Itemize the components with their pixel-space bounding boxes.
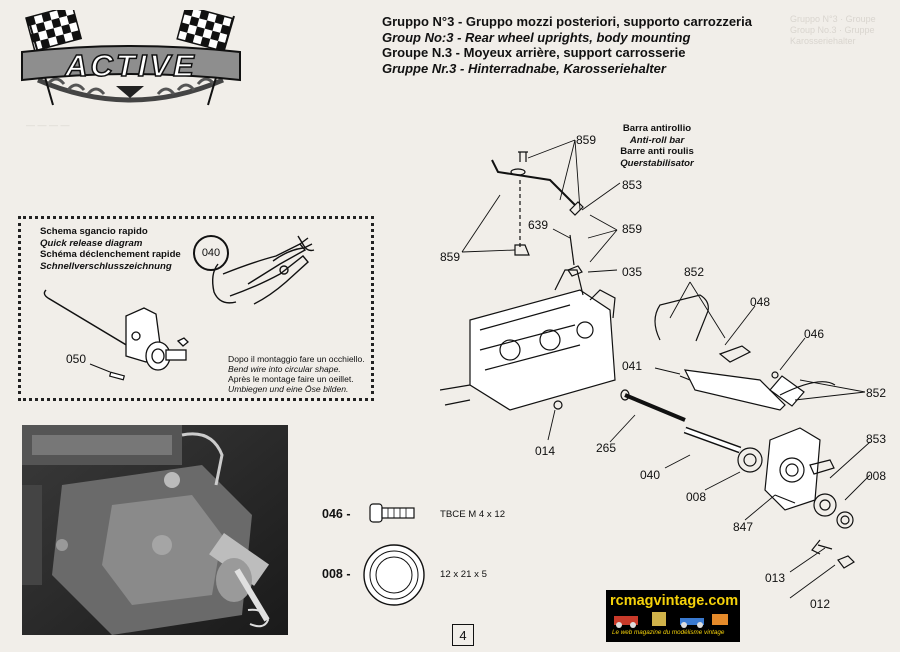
- gearbox-icon: [440, 269, 616, 411]
- parts-code-008: 008 -: [322, 567, 351, 581]
- part-label-859-top: 859: [576, 133, 597, 147]
- anti-roll-en: Anti-roll bar: [629, 134, 685, 146]
- anti-roll-de: Querstabilisator: [620, 157, 694, 169]
- parts-code-046: 046 -: [322, 507, 351, 521]
- part-label-639: 639: [528, 218, 549, 232]
- anti-roll-bar-icon: [491, 159, 576, 206]
- qr-note: Dopo il montaggio fare un occhiello. Ben…: [228, 354, 365, 394]
- assembly-photo: [22, 425, 288, 635]
- part-label-852-right: 852: [866, 386, 887, 400]
- qr-part-050: 050: [66, 352, 87, 366]
- brand-logo-text: ACTIVE: [64, 47, 197, 84]
- part-label-008-center: 008: [686, 490, 707, 504]
- qr-title-fr: Schéma déclenchement rapide: [40, 249, 181, 260]
- qr-callout-040: 040: [193, 235, 229, 271]
- qr-note-fr: Après le montage faire un oeillet.: [228, 374, 354, 384]
- part-label-048: 048: [750, 295, 771, 309]
- screw-icon: [369, 503, 415, 523]
- part-label-008-right: 008: [866, 469, 887, 483]
- parts-spec-046: TBCE M 4 x 12: [440, 509, 506, 520]
- part-label-847: 847: [733, 520, 754, 534]
- checkered-flags-icon: [21, 4, 241, 106]
- qr-title-en: Quick release diagram: [40, 237, 143, 249]
- part-label-859-right: 859: [622, 222, 643, 236]
- exploded-view-diagram: [440, 151, 855, 569]
- upright-icon: [125, 307, 189, 371]
- qr-note-it: Dopo il montaggio fare un occhiello.: [228, 354, 365, 364]
- qr-title-de: Schnellverschlusszeichnung: [40, 260, 172, 272]
- part-label-046: 046: [804, 327, 825, 341]
- qr-title-it: Schema sgancio rapido: [40, 226, 148, 237]
- page-number: 4: [452, 624, 474, 646]
- title-italian: Gruppo N°3 - Gruppo mozzi posteriori, su…: [382, 14, 752, 29]
- title-french: Groupe N.3 - Moyeux arrière, support car…: [382, 45, 686, 60]
- part-label-014: 014: [535, 444, 556, 458]
- part-label-853-top: 853: [622, 178, 643, 192]
- bearing-icon: [363, 544, 425, 606]
- part-label-013: 013: [765, 571, 786, 585]
- watermark-subtitle: Le web magazine du modélisme vintage: [612, 629, 725, 636]
- quick-release-drawing: [43, 235, 315, 381]
- part-label-041: 041: [622, 359, 643, 373]
- brand-logo: ACTIVE: [8, 4, 253, 110]
- anti-roll-fr: Barre anti roulis: [620, 146, 694, 157]
- vintage-cars-icon: [614, 612, 728, 628]
- part-label-859-left: 859: [440, 250, 461, 264]
- page-title-block: Gruppo N°3 - Gruppo mozzi posteriori, su…: [382, 14, 752, 76]
- rear-upright-icon: [764, 427, 821, 511]
- qr-note-de: Umbiegen und eine Öse bilden.: [228, 384, 349, 394]
- part-label-853-right: 853: [866, 432, 887, 446]
- anti-roll-label: Barra antirollio Anti-roll bar Barre ant…: [612, 123, 702, 169]
- part-label-035: 035: [622, 265, 643, 279]
- title-english: Group No:3 - Rear wheel uprights, body m…: [382, 29, 691, 45]
- part-label-040: 040: [640, 468, 661, 482]
- anti-roll-it: Barra antirollio: [622, 123, 692, 134]
- quick-release-box: [18, 216, 374, 401]
- part-label-012: 012: [810, 597, 831, 611]
- parts-spec-008: 12 x 21 x 5: [440, 569, 487, 580]
- watermark-title: rcmagvintage.com: [610, 593, 739, 609]
- quick-release-titles: Schema sgancio rapido Quick release diag…: [40, 226, 181, 272]
- title-german: Gruppe Nr.3 - Hinterradnabe, Karosserieh…: [382, 60, 666, 76]
- part-label-265: 265: [596, 441, 617, 455]
- qr-note-en: Bend wire into circular shape.: [228, 364, 341, 374]
- part-label-852-top: 852: [684, 265, 705, 279]
- pliers-icon: [211, 237, 313, 305]
